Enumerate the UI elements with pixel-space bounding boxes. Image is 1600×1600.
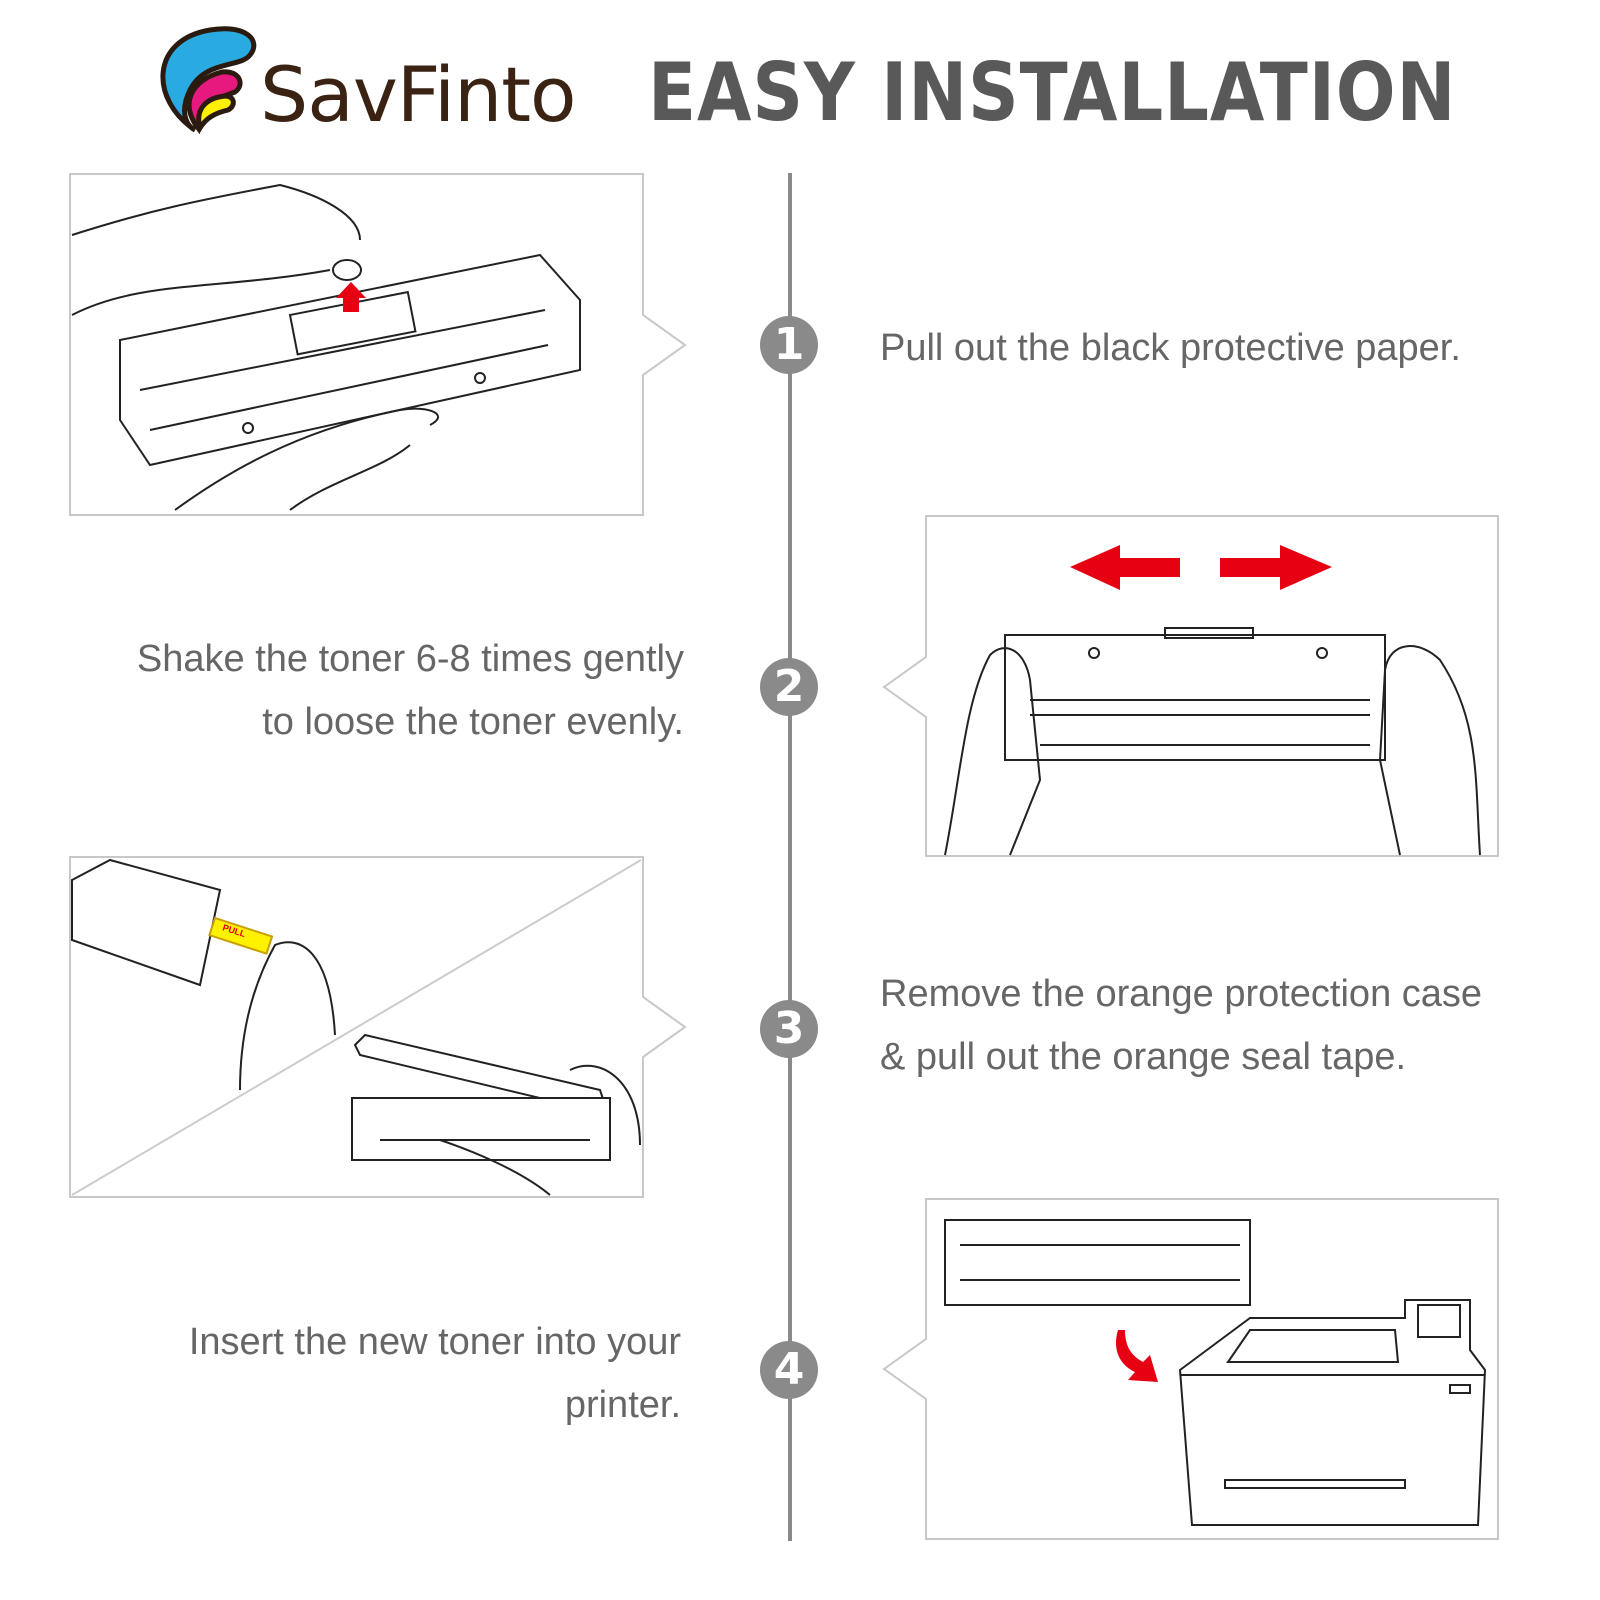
step-4-line-1: Insert the new toner into your [188, 1321, 681, 1363]
step-3-illustration [71, 858, 641, 1196]
step-3-number: 3 [760, 1000, 818, 1058]
step-2-number: 2 [760, 658, 818, 716]
logo-icon [160, 26, 257, 135]
step-2-text: Shake the toner 6-8 times gently to loos… [137, 628, 684, 754]
step-2-line-2: to loose the toner evenly. [262, 701, 684, 743]
step-1-number: 1 [760, 316, 818, 374]
step-3-line-1: Remove the orange protection case [880, 973, 1483, 1015]
insert-arrow-icon [1115, 1330, 1158, 1382]
step-3-line-2: & pull out the orange seal tape. [880, 1036, 1407, 1078]
step-2-illustration [944, 627, 1481, 856]
step-4-line-2: printer. [564, 1384, 681, 1426]
right-arrow-icon [1220, 545, 1332, 590]
left-arrow-icon [1070, 545, 1180, 590]
step-3-text: Remove the orange protection case & pull… [880, 963, 1482, 1089]
timeline-line [788, 173, 792, 1541]
step-2-line-1: Shake the toner 6-8 times gently [136, 638, 684, 680]
step-4-number: 4 [760, 1341, 818, 1399]
up-arrow-icon [336, 282, 366, 312]
step-4-illustration [944, 1219, 1487, 1526]
step-4-text: Insert the new toner into your printer. [189, 1311, 681, 1437]
brand-name: SavFinto [260, 50, 577, 139]
step-1-illustration [71, 183, 581, 511]
step-1-text: Pull out the black protective paper. [880, 317, 1461, 380]
step-1-line-1: Pull out the black protective paper. [880, 327, 1461, 369]
page-title: EASY INSTALLATION [648, 46, 1457, 139]
